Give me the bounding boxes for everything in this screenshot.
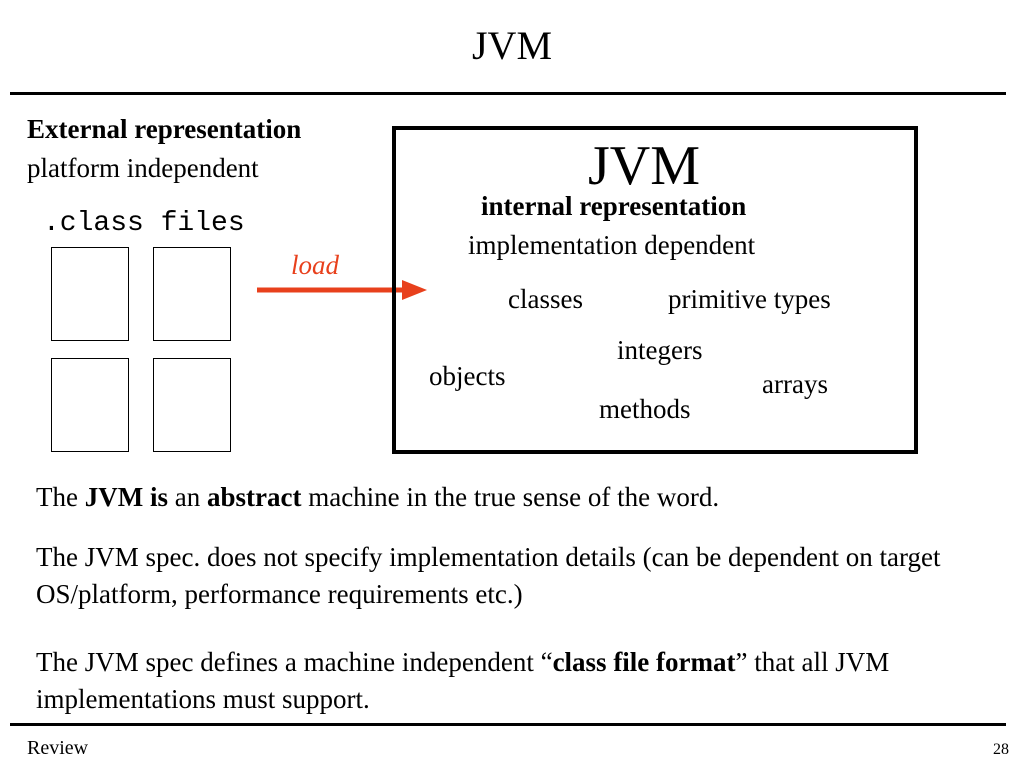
paragraph-jvm-spec-details: The JVM spec. does not specify implement… <box>36 542 941 609</box>
class-files-label: .class files <box>43 208 245 239</box>
jvm-item-integers: integers <box>617 335 703 365</box>
jvm-item-primitive-types: primitive types <box>668 284 831 314</box>
footer-label: Review <box>27 737 89 759</box>
class-file-icon <box>51 247 129 341</box>
internal-representation-heading: internal representation <box>481 191 747 221</box>
page-number: 28 <box>993 741 1009 758</box>
jvm-item-objects: objects <box>429 361 506 391</box>
jvm-box-title: JVM <box>588 135 701 197</box>
jvm-item-classes: classes <box>508 284 583 314</box>
load-arrow-icon <box>257 280 427 300</box>
jvm-item-methods: methods <box>599 394 691 424</box>
jvm-box <box>392 126 918 454</box>
title-rule <box>10 92 1006 95</box>
footer-rule <box>10 723 1006 726</box>
paragraph-jvm-abstract: The JVM is an abstract machine in the tr… <box>36 482 720 512</box>
class-file-icon <box>153 247 231 341</box>
implementation-dependent-label: implementation dependent <box>468 230 756 260</box>
slide-title: JVM <box>471 23 553 68</box>
external-representation-heading: External representation <box>27 114 302 144</box>
class-file-icon <box>51 358 129 452</box>
class-file-icon <box>153 358 231 452</box>
jvm-item-arrays: arrays <box>762 369 828 399</box>
paragraph-class-file-format: The JVM spec defines a machine independe… <box>36 647 890 714</box>
load-label: load <box>291 250 340 280</box>
platform-independent-label: platform independent <box>27 153 259 183</box>
